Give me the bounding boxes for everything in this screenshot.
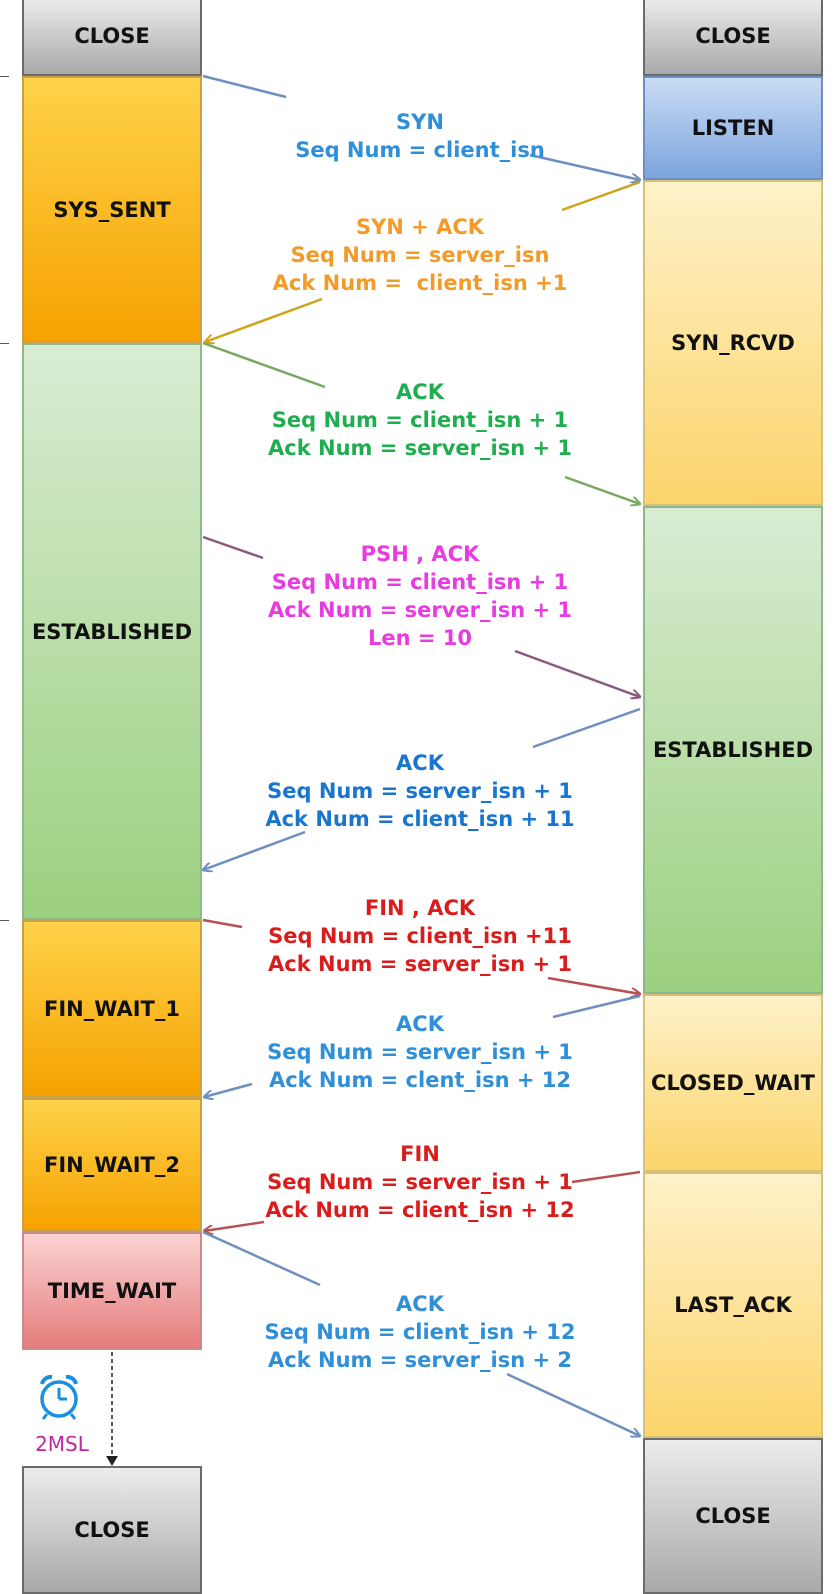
client-state-close-end: CLOSE [22,1466,202,1594]
message-ack: ACK Seq Num = client_isn + 1 Ack Num = s… [200,378,640,462]
message-line: Ack Num = clent_isn + 12 [268,1068,572,1092]
state-label: ESTABLISHED [31,619,193,644]
arrow-ack4 [506,1372,640,1436]
message-syn-ack: SYN + ACK Seq Num = server_isn Ack Num =… [200,213,640,297]
message-fin: FIN Seq Num = server_isn + 1 Ack Num = c… [200,1140,640,1224]
message-line: Seq Num = server_isn + 1 [267,779,573,803]
client-state-syn-sent: SYS_SENT [22,76,202,343]
message-line: Seq Num = client_isn + 1 [271,408,569,432]
message-line: Ack Num = client_isn + 11 [265,807,575,831]
arrow-synack [205,297,323,342]
state-label: LAST_ACK [674,1293,792,1317]
arrow-ack3 [204,1082,253,1097]
client-state-fin-wait-1: FIN_WAIT_1 [22,920,202,1098]
message-line: Seq Num = client_isn + 12 [264,1320,576,1344]
arrow-synack-start [561,180,641,212]
state-label: SYN_RCVD [671,331,795,355]
message-line: ACK [396,1292,444,1316]
message-line: Ack Num = server_isn + 1 [268,952,572,976]
state-label: CLOSE [74,1518,150,1542]
server-state-closed-wait: CLOSED_WAIT [643,994,823,1172]
message-line: PSH , ACK [360,542,480,566]
message-line: FIN , ACK [364,896,476,920]
message-line: SYN + ACK [355,215,485,239]
message-fin-ack: FIN , ACK Seq Num = client_isn +11 Ack N… [200,894,640,978]
edge-tick [0,343,9,344]
message-line: Seq Num = client_isn [295,138,545,162]
arrow-psh [514,649,640,697]
client-state-close-start: CLOSE [22,0,202,76]
state-label: SYS_SENT [53,197,171,222]
timer-label: 2MSL [35,1432,89,1456]
message-last-ack: ACK Seq Num = client_isn + 12 Ack Num = … [200,1290,640,1374]
message-line: Ack Num = server_isn + 1 [268,436,572,460]
message-ack-fin: ACK Seq Num = server_isn + 1 Ack Num = c… [200,1010,640,1094]
client-state-fin-wait-2: FIN_WAIT_2 [22,1098,202,1232]
state-label: FIN_WAIT_1 [44,997,180,1021]
server-state-established: ESTABLISHED [643,506,823,994]
arrow-ack3-start [552,994,641,1019]
arrow-fin-start [571,1170,641,1184]
message-line: Seq Num = client_isn + 1 [271,570,569,594]
message-line: ACK [396,751,444,775]
edge-tick [0,920,9,921]
message-ack-data: ACK Seq Num = server_isn + 1 Ack Num = c… [200,749,640,833]
server-state-close-start: CLOSE [643,0,823,76]
message-line: ACK [396,1012,444,1036]
message-line: Len = 10 [367,626,472,650]
message-line: SYN [396,110,444,134]
state-label: LISTEN [691,116,775,140]
message-line: Seq Num = server_isn [290,243,550,267]
arrow-ack-start [202,341,326,389]
state-label: FIN_WAIT_2 [44,1153,180,1177]
state-label: CLOSED_WAIT [651,1071,815,1095]
message-syn: SYN Seq Num = client_isn [200,108,640,164]
message-line: Seq Num = client_isn +11 [268,924,572,948]
state-label: ESTABLISHED [652,738,814,762]
arrow-ack2 [203,830,306,870]
message-line: Seq Num = server_isn + 1 [267,1170,573,1194]
arrow-ack4-start [202,1230,321,1287]
message-psh-ack: PSH , ACK Seq Num = client_isn + 1 Ack N… [200,540,640,652]
message-line: Ack Num = server_isn + 1 [268,598,572,622]
edge-tick [0,76,9,77]
message-line: Ack Num = client_isn +1 [272,271,568,295]
arrow-syn [529,153,640,180]
alarm-clock-icon [40,1374,78,1420]
state-label: CLOSE [74,24,150,48]
state-label: TIME_WAIT [47,1279,177,1303]
message-line: ACK [396,380,444,404]
server-state-listen: LISTEN [643,76,823,180]
arrow-finack [547,976,640,994]
arrow-syn-start [202,74,287,99]
arrow-finack-start [202,918,243,929]
arrow-ack2-start [532,707,641,749]
server-state-syn-rcvd: SYN_RCVD [643,180,823,506]
state-label: CLOSE [695,24,771,48]
state-label: CLOSE [695,1504,771,1528]
server-state-last-ack: LAST_ACK [643,1172,823,1438]
message-line: Ack Num = client_isn + 12 [265,1198,575,1222]
message-line: Ack Num = server_isn + 2 [268,1348,572,1372]
arrow-ack [564,475,640,504]
client-state-established: ESTABLISHED [22,343,202,920]
message-line: Seq Num = server_isn + 1 [267,1040,573,1064]
arrow-fin [204,1220,265,1231]
server-state-close-end: CLOSE [643,1438,823,1594]
client-state-time-wait: TIME_WAIT [22,1232,202,1350]
message-line: FIN [400,1142,440,1166]
timer-wait-arrowhead [106,1456,118,1466]
arrow-psh-start [202,535,264,560]
